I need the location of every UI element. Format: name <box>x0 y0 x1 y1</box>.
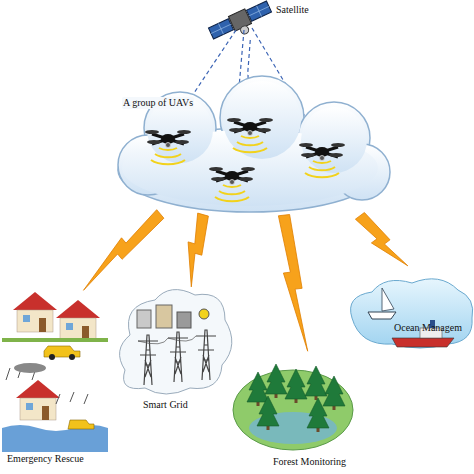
scene-node: Ocean Managem <box>345 270 472 355</box>
lightning-bolt <box>278 215 307 352</box>
lightning-bolt <box>188 213 208 287</box>
scene-node: Emergency Rescue <box>2 285 112 467</box>
dashed-line <box>248 40 251 75</box>
satellite-node: Satellite <box>205 0 313 40</box>
scene-node: Forest Monitoring <box>232 352 357 472</box>
scene-node: Smart Grid <box>115 285 235 415</box>
node-label: Forest Monitoring <box>272 456 347 468</box>
lightning-link <box>188 213 208 287</box>
node-label: Emergency Rescue <box>6 453 85 465</box>
node-label: Satellite <box>275 4 310 16</box>
lightning-link <box>278 215 307 352</box>
lightning-link <box>355 213 407 266</box>
node-label: Smart Grid <box>142 399 189 411</box>
uav-cloud: A group of UAVs <box>118 75 388 215</box>
node-label: Ocean Managem <box>393 322 463 334</box>
node-label: A group of UAVs <box>122 97 194 109</box>
dashed-link <box>248 40 251 75</box>
lightning-bolt <box>355 213 407 266</box>
lightning-bolt <box>84 210 164 291</box>
lightning-link <box>84 210 164 291</box>
